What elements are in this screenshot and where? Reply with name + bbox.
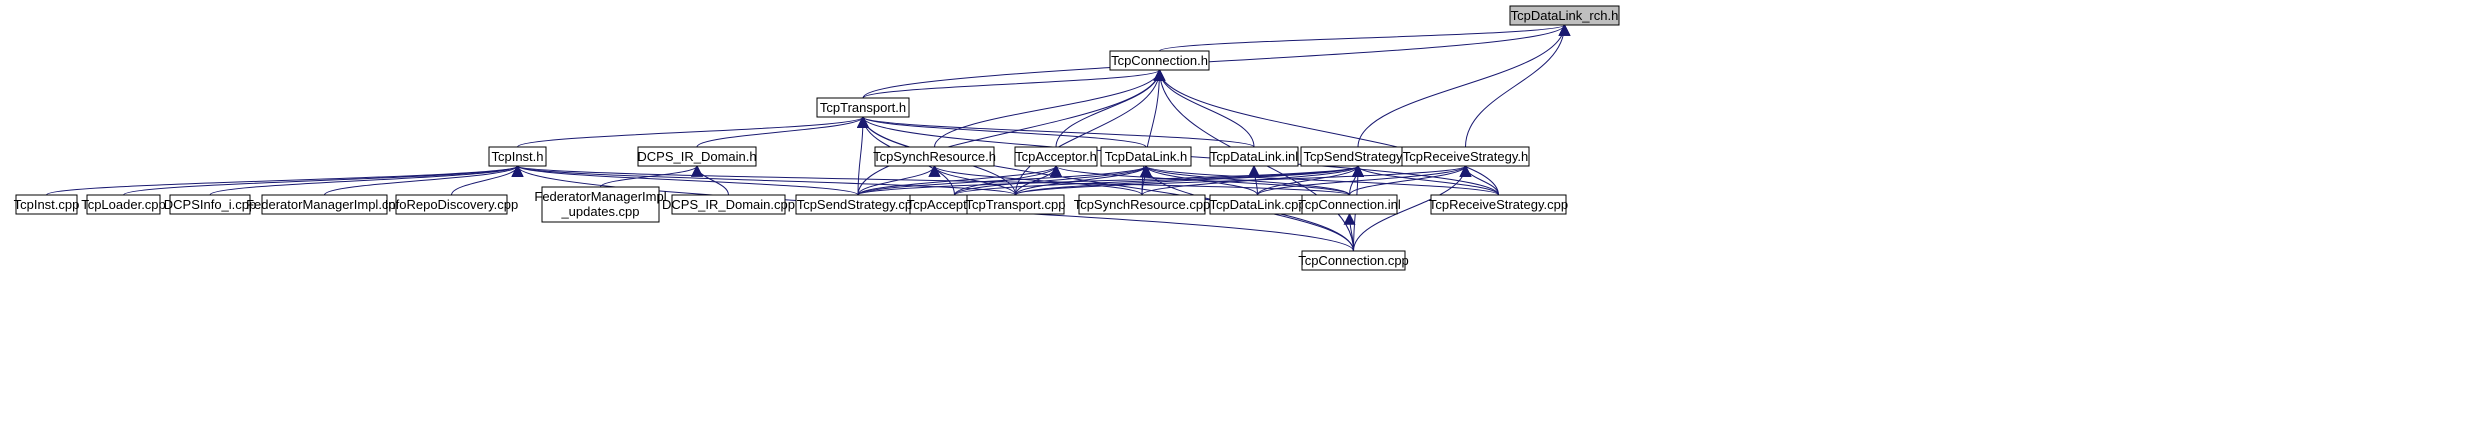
edge-inforepo_cpp-to-inst_h <box>451 164 524 196</box>
node-tcploader-cpp[interactable]: TcpLoader.cpp <box>81 194 166 215</box>
node-dcpsinfo-i-cpp[interactable]: DCPSInfo_i.cpp <box>164 194 257 215</box>
edge-dcpsdom_cpp-to-dcps_h <box>691 164 729 196</box>
edge-acceptor_cpp-to-datalink_h <box>954 164 1152 196</box>
node-tcpsynchresource-cpp[interactable]: TcpSynchResource.cpp <box>1074 194 1211 215</box>
edge-conn_cpp-to-conn_inl <box>1343 212 1356 252</box>
node-label: TcpDataLink.h <box>1105 149 1187 164</box>
node-tcpsendstrategy-cpp[interactable]: TcpSendStrategy.cpp <box>795 194 921 215</box>
node-label: TcpAcceptor.h <box>1015 149 1097 164</box>
node-label: TcpTransport.h <box>820 100 906 115</box>
node-label: TcpReceiveStrategy.cpp <box>1429 197 1568 212</box>
edge-conn_cpp-to-recvstrat_h <box>1353 164 1472 252</box>
edge-synchres_cpp-to-conn_h <box>1141 68 1166 196</box>
node-label: TcpInst.h <box>491 149 543 164</box>
node-label: TcpReceiveStrategy.h <box>1403 149 1529 164</box>
node-label: TcpLoader.cpp <box>81 197 166 212</box>
node-layer: TcpDataLink_rch.h TcpConnection.h TcpTra… <box>14 5 1620 271</box>
node-federatormanagerimpl-cpp[interactable]: FederatorManagerImpl.cpp <box>246 194 403 215</box>
edge-conn_h-to-rch <box>1159 23 1571 52</box>
node-tcpdatalink-cpp[interactable]: TcpDataLink.cpp <box>1209 194 1306 215</box>
node-tcptransport-h[interactable]: TcpTransport.h <box>816 97 910 118</box>
edge-transport_h-to-rch <box>862 23 1571 99</box>
edge-dcps_h-to-transport_h <box>696 115 869 148</box>
node-tcpinst-cpp[interactable]: TcpInst.cpp <box>14 194 80 215</box>
node-label: TcpDataLink_rch.h <box>1511 8 1619 23</box>
node-label: TcpTransport.cpp <box>966 197 1066 212</box>
node-dcps-ir-domain-h[interactable]: DCPS_IR_Domain.h <box>637 146 757 167</box>
node-tcpreceivestrategy-cpp[interactable]: TcpReceiveStrategy.cpp <box>1429 194 1568 215</box>
edge-layer <box>46 23 1571 252</box>
edge-datalink_inl-to-conn_h <box>1153 68 1255 148</box>
edge-datalink_inl-to-transport_h <box>857 115 1255 148</box>
edge-transport_cpp-to-sendstrat_h <box>1015 164 1364 196</box>
edge-recvstrat_h-to-rch <box>1465 23 1571 148</box>
edge-recvstrat_cpp-to-conn_h <box>1153 68 1499 196</box>
node-label: DCPSInfo_i.cpp <box>164 197 257 212</box>
edge-transport_h-to-conn_h <box>862 68 1166 99</box>
edge-fedmgr_cpp-to-inst_h <box>324 164 524 196</box>
node-tcpdatalink-inl[interactable]: TcpDataLink.inl <box>1209 146 1299 167</box>
edge-transport_cpp-to-inst_h <box>511 164 1016 196</box>
edge-conn_inl-to-inst_h <box>512 164 1350 196</box>
edge-inst_h-to-transport_h <box>517 115 869 148</box>
node-tcpinst-h[interactable]: TcpInst.h <box>488 146 547 167</box>
node-tcpsendstrategy-h[interactable]: TcpSendStrategy.h <box>1300 146 1416 167</box>
node-dcps-ir-domain-cpp[interactable]: DCPS_IR_Domain.cpp <box>662 194 795 215</box>
node-label: TcpConnection.inl <box>1298 197 1401 212</box>
node-label: TcpSendStrategy.cpp <box>797 197 920 212</box>
edge-sendstrat_h-to-rch <box>1357 23 1571 148</box>
node-label: TcpSendStrategy.h <box>1304 149 1413 164</box>
node-inforepodiscovery-cpp[interactable]: InfoRepoDiscovery.cpp <box>385 194 518 215</box>
node-tcpconnection-cpp[interactable]: TcpConnection.cpp <box>1298 250 1409 271</box>
edge-transport_cpp-to-conn_h <box>1015 68 1166 196</box>
node-label: InfoRepoDiscovery.cpp <box>385 197 518 212</box>
node-tcptransport-cpp[interactable]: TcpTransport.cpp <box>966 194 1066 215</box>
node-tcpacceptor-h[interactable]: TcpAcceptor.h <box>1014 146 1098 167</box>
edge-sendstrat_cpp-to-inst_h <box>511 164 859 196</box>
edge-synchres_cpp-to-synchres_h <box>928 164 1143 196</box>
edge-sendstrat_cpp-to-datalink_h <box>857 164 1152 196</box>
node-tcpdatalink-rch-h[interactable]: TcpDataLink_rch.h <box>1509 5 1620 26</box>
node-label: TcpConnection.cpp <box>1298 253 1409 268</box>
node-label-line-1: FederatorManagerImpl <box>534 189 666 204</box>
edge-recvstrat_cpp-to-sendstrat_h <box>1352 164 1499 196</box>
edge-dcpsinfo_cpp-to-inst_h <box>209 164 524 196</box>
edge-inst_cpp-to-inst_h <box>46 164 524 196</box>
node-label: DCPS_IR_Domain.h <box>637 149 756 164</box>
node-label: TcpSynchResource.cpp <box>1074 197 1211 212</box>
node-label: TcpInst.cpp <box>14 197 80 212</box>
node-federatormanagerimpl-updates-cpp[interactable]: FederatorManagerImpl _updates.cpp <box>534 186 667 223</box>
node-tcpconnection-inl[interactable]: TcpConnection.inl <box>1298 194 1401 215</box>
edge-transport_cpp-to-recvstrat_h <box>1015 164 1472 196</box>
node-label-line-2: _updates.cpp <box>560 204 639 219</box>
edge-sendstrat_cpp-to-acceptor_h <box>857 164 1062 196</box>
edge-datalink_cpp-to-recvstrat_h <box>1257 164 1472 196</box>
edge-datalink_h-to-transport_h <box>857 115 1147 148</box>
node-tcpconnection-h[interactable]: TcpConnection.h <box>1109 50 1210 71</box>
node-label: TcpDataLink.cpp <box>1209 197 1305 212</box>
edge-synchres_h-to-conn_h <box>934 68 1166 148</box>
node-label: DCPS_IR_Domain.cpp <box>662 197 795 212</box>
edge-loader_cpp-to-inst_h <box>123 164 524 196</box>
edge-recvstrat_cpp-to-datalink_h <box>1140 164 1499 196</box>
node-tcpreceivestrategy-h[interactable]: TcpReceiveStrategy.h <box>1401 146 1530 167</box>
node-tcpsynchresource-h[interactable]: TcpSynchResource.h <box>873 146 996 167</box>
node-label: TcpConnection.h <box>1111 53 1208 68</box>
node-label: FederatorManagerImpl.cpp <box>246 197 403 212</box>
node-label: TcpSynchResource.h <box>873 149 996 164</box>
node-label: TcpDataLink.inl <box>1210 149 1298 164</box>
node-tcpdatalink-h[interactable]: TcpDataLink.h <box>1100 146 1192 167</box>
edge-sendstrat_cpp-to-sendstrat_h <box>857 164 1364 196</box>
